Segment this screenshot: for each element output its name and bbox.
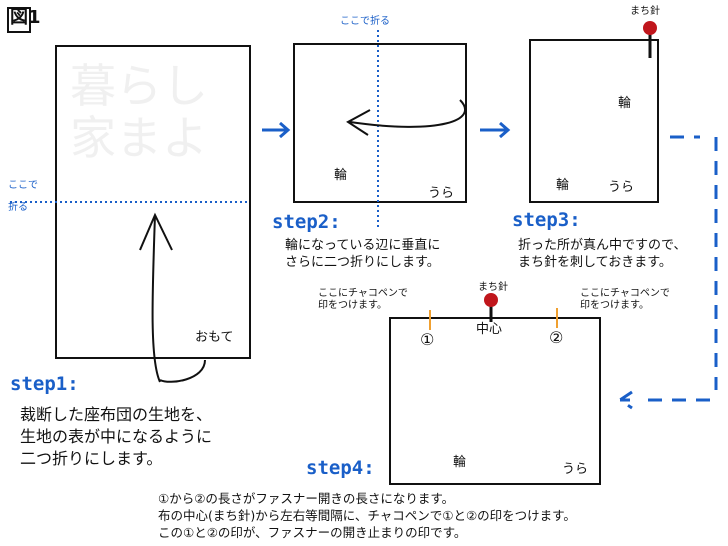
fold-here-2: ここで折る [340,16,390,27]
back-3: うら [608,180,635,195]
note-right: ここにチャコペンで印をつけます。 [580,288,670,312]
note-line: 印をつけます。 [580,300,649,311]
fold-here-1a: ここで [8,180,38,191]
note-line: 印をつけます。 [318,300,387,311]
step2-label: step2: [272,211,341,233]
fold-arrow-1 [139,212,173,383]
step4-line: ①から②の長さがファスナー開きの長さになります。 [158,491,455,506]
step1-line: 二つ折りにします。 [20,449,163,468]
title-box [7,7,31,33]
loop-2: 輪 [334,168,348,183]
mark-1: ① [420,330,435,349]
step1-label: step1: [10,373,79,395]
fabric-step3 [529,39,659,203]
step2-line: 輪になっている辺に垂直に [285,238,441,253]
step1-line: 裁断した座布団の生地を、 [20,405,213,424]
step3-line: 折った所が真ん中ですので、 [518,238,687,253]
loop-4: 輪 [453,455,467,470]
figure-title: 図1 [10,7,41,28]
note-left: ここにチャコペンで印をつけます。 [318,288,408,312]
fold-arrow-tail [159,359,206,383]
back-4: うら [562,462,589,477]
step4-line: 布の中心(まち針)から左右等間隔に、チャコペンで①と②の印をつけます。 [158,508,576,523]
center-label: 中心 [476,322,503,337]
fold-arrow-2 [346,99,466,136]
pin-label-4: まち針 [478,282,508,293]
note-line: ここにチャコペンで [318,288,408,299]
watermark: 暮らし家まよ [70,59,208,165]
step2-line: さらに二つ折りにします。 [285,255,440,270]
step4-line: この①と②の印が、ファスナーの開き止まりの印です。 [158,525,467,540]
step3-line: まち針を刺しておきます。 [518,255,672,270]
flow-arrows [262,121,718,410]
pin-head-4 [484,293,498,307]
step1-line: 生地の表が中になるように [20,427,213,446]
step4-label: step4: [306,457,375,479]
step1-text: 裁断した座布団の生地を、 生地の表が中になるように 二つ折りにします。 [20,404,212,470]
pin-label-3: まち針 [630,6,660,17]
fold-here-1b: 折る [8,202,28,213]
loop-3b: 輪 [556,178,570,193]
face-label: おもて [195,330,234,345]
pin-head-3 [643,21,657,35]
step3-label: step3: [512,209,581,231]
fabric-step4 [389,317,601,485]
loop-3: 輪 [618,96,632,111]
mark-2: ② [549,328,564,347]
note-line: ここにチャコペンで [580,288,670,299]
step4-text: ①から②の長さがファスナー開きの長さになります。 布の中心(まち針)から左右等間… [158,490,576,541]
fabric-step2 [293,43,467,203]
back-2: うら [428,186,455,201]
